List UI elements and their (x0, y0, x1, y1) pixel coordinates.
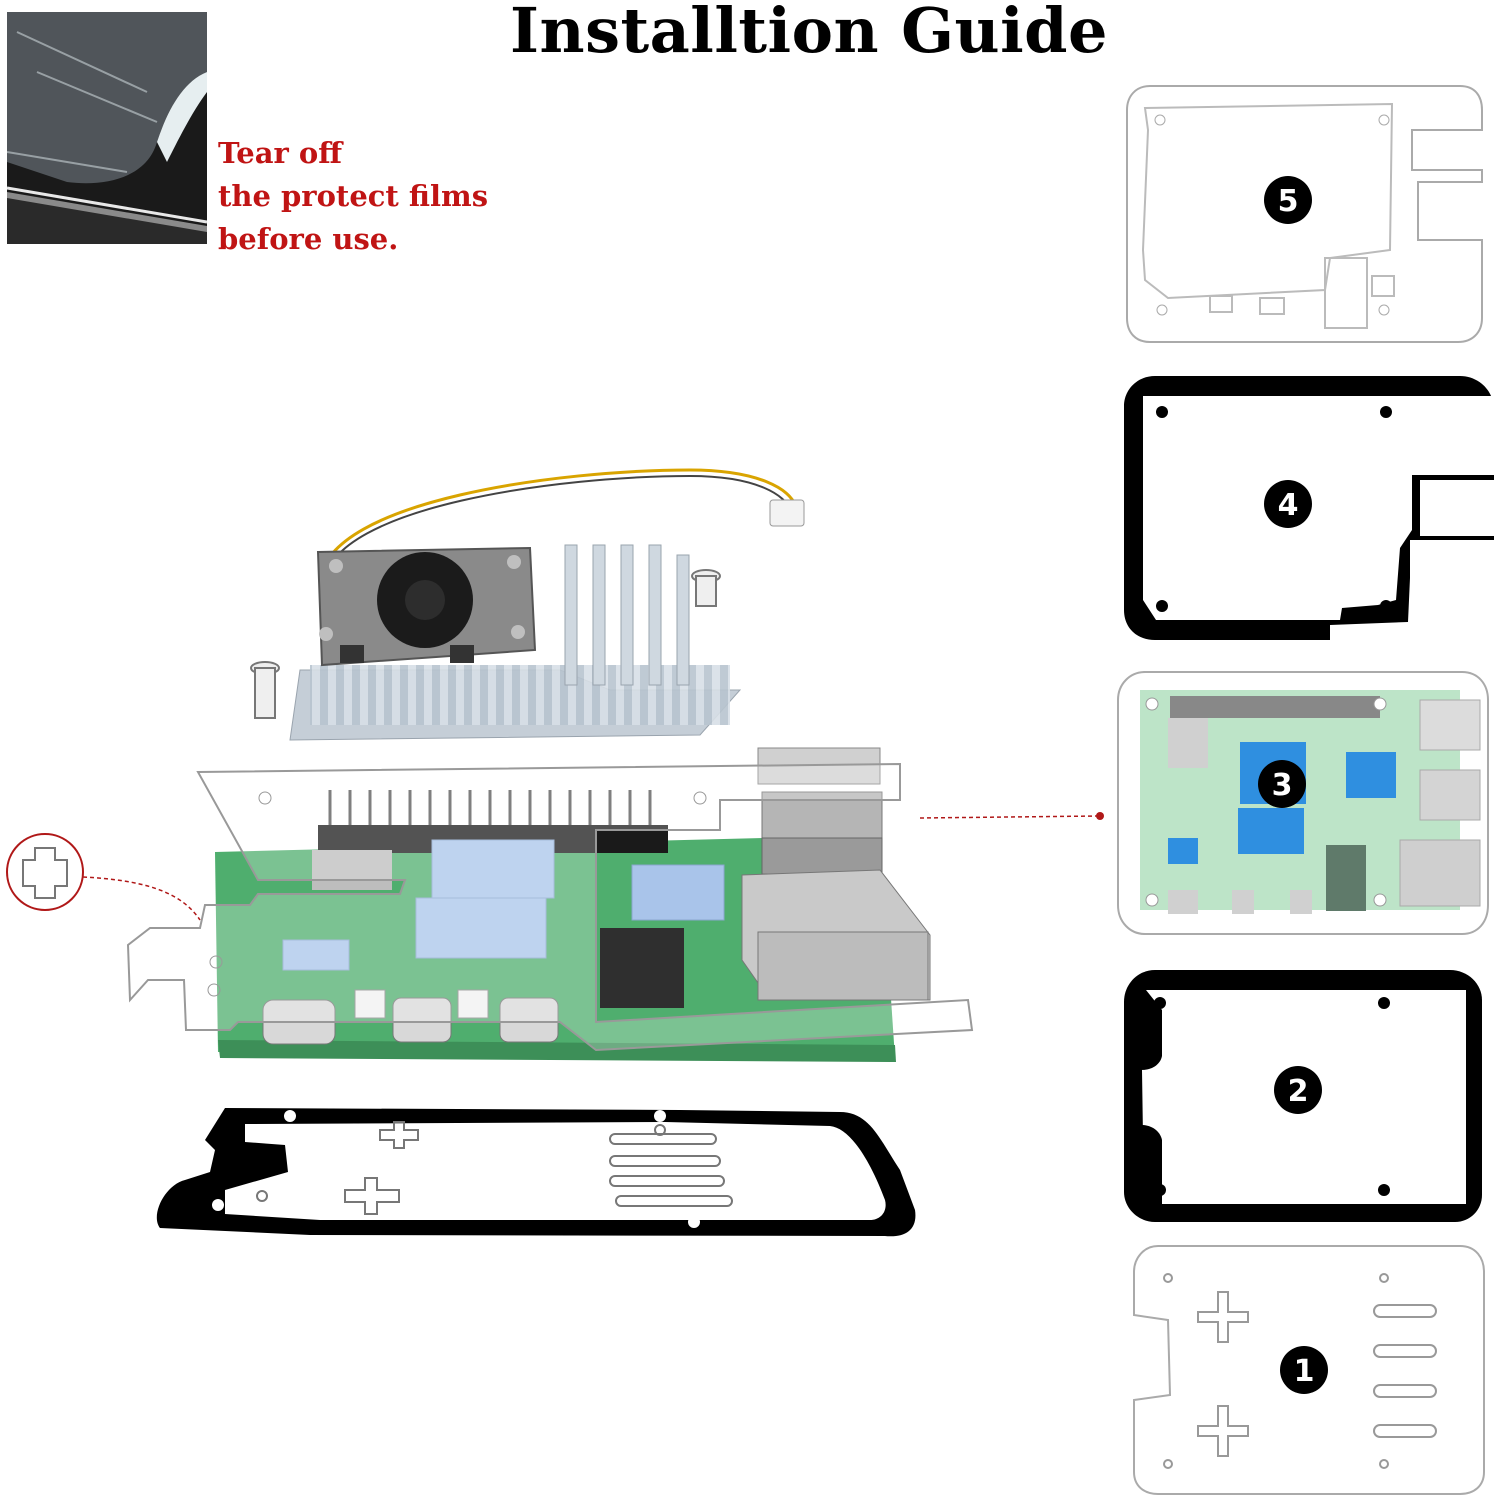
pointer-to-layer-3 (919, 812, 1104, 820)
clip-detail-callout (6, 833, 201, 921)
layer-4-badge (1264, 480, 1312, 528)
note-line-3: before use. (218, 222, 399, 256)
protective-film-photo (7, 12, 207, 244)
layer-1-number: 1 (1294, 1354, 1315, 1389)
page-title: Installtion Guide (510, 0, 1108, 67)
raspberry-pi-board (126, 747, 974, 1062)
layer-2-number: 2 (1288, 1074, 1309, 1109)
cooler-assembly (250, 468, 805, 741)
layer-1-clear-base: 1 (1133, 1245, 1485, 1495)
layer-2-badge (1274, 1066, 1322, 1114)
layer-4-number: 4 (1278, 488, 1299, 523)
note-line-2: the protect films (218, 179, 489, 213)
layer-3-board-layer: 3 (1117, 671, 1489, 935)
layer-5-clear-top: 5 (1126, 85, 1483, 343)
layer-5-number: 5 (1278, 184, 1299, 219)
layer-3-number: 3 (1272, 768, 1293, 803)
layer-2-black-frame: 2 (1124, 970, 1482, 1222)
bottom-frame (156, 1108, 916, 1237)
layer-4-black-frame: 4 (1124, 376, 1494, 640)
layer-5-badge (1264, 176, 1312, 224)
layer-3-badge (1258, 760, 1306, 808)
layer-1-badge (1280, 1346, 1328, 1394)
note-line-1: Tear off (218, 136, 343, 170)
film-removal-note: Tear off the protect films before use. (218, 132, 488, 261)
